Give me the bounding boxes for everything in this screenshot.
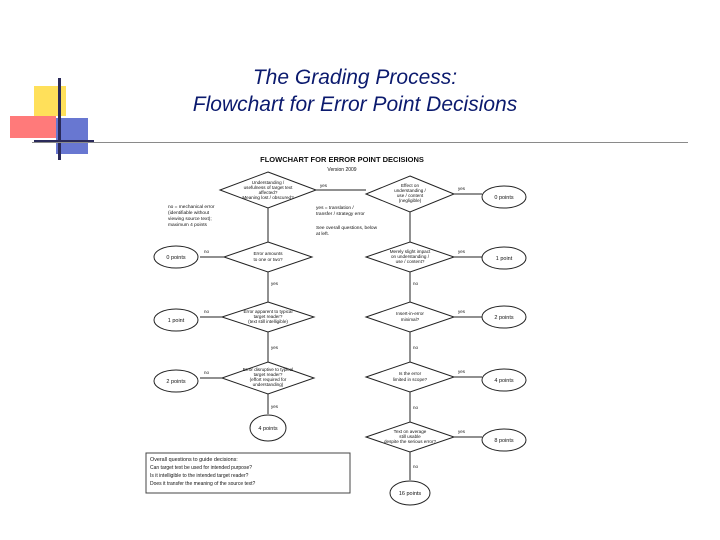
svg-text:4 points: 4 points (258, 426, 278, 432)
svg-text:no: no (413, 405, 419, 410)
flowchart-diagram: FLOWCHART FOR ERROR POINT DECISIONS Vers… (145, 155, 527, 506)
svg-text:8 points: 8 points (494, 438, 514, 444)
svg-text:no: no (413, 464, 419, 469)
deco-horizontal-bar (34, 140, 94, 142)
questions-heading: Overall questions to guide decisions: (150, 457, 238, 463)
decision-understanding: Understanding /usefulness of target text… (218, 171, 318, 209)
outcome-right-2: 2 points (481, 305, 527, 329)
question-item: Is it intelligible to the intended targe… (150, 473, 249, 479)
svg-text:yes = translation /transfer /: yes = translation /transfer / strategy e… (316, 205, 365, 217)
deco-red-block (10, 116, 56, 138)
svg-text:1 point: 1 point (168, 318, 185, 324)
svg-text:0 points: 0 points (166, 255, 186, 261)
edge-labels: yes yes no yes yes no no yes yes no no y… (204, 183, 466, 469)
deco-yellow-block (34, 86, 66, 116)
svg-text:no: no (204, 309, 210, 314)
svg-text:yes: yes (458, 309, 466, 314)
note-mechanical-error: no = mechanical error(identifiable witho… (168, 204, 215, 228)
note-translation-error: yes = translation /transfer / strategy e… (316, 205, 365, 217)
svg-text:yes: yes (271, 404, 279, 409)
svg-text:yes: yes (458, 249, 466, 254)
title-line-1: The Grading Process: (252, 66, 458, 89)
outcome-right-0: 0 points (481, 185, 527, 209)
title-line-2: Flowchart for Error Point Decisions (192, 93, 518, 116)
svg-text:no: no (413, 345, 419, 350)
title-divider (32, 142, 688, 143)
svg-text:4 points: 4 points (494, 378, 514, 384)
question-item: Can target text be used for intended pur… (150, 465, 252, 471)
svg-text:no: no (413, 281, 419, 286)
outcome-left-0: 0 points (153, 245, 199, 269)
outcome-left-end: 4 points (249, 414, 287, 442)
svg-text:Understanding /usefulness of t: Understanding /usefulness of target text… (242, 180, 294, 200)
outcome-right-1: 1 point (481, 246, 527, 270)
flowchart-heading: FLOWCHART FOR ERROR POINT DECISIONS (260, 155, 424, 164)
svg-text:no: no (204, 370, 210, 375)
svg-text:no: no (204, 249, 210, 254)
deco-vertical-bar (58, 78, 61, 160)
svg-text:2 points: 2 points (494, 315, 514, 321)
svg-text:yes: yes (320, 183, 328, 188)
svg-text:16 points: 16 points (399, 491, 422, 497)
outcome-right-end: 16 points (389, 480, 431, 506)
flowchart-version: Version 2009 (327, 167, 356, 173)
svg-text:yes: yes (458, 186, 466, 191)
svg-text:yes: yes (458, 429, 466, 434)
outcome-left-2: 2 points (153, 369, 199, 393)
svg-text:no = mechanical error(identifi: no = mechanical error(identifiable witho… (168, 204, 215, 228)
outcome-right-3: 4 points (481, 368, 527, 392)
question-item: Does it transfer the meaning of the sour… (150, 481, 256, 487)
svg-text:0 points: 0 points (494, 195, 514, 201)
svg-text:yes: yes (271, 345, 279, 350)
outcome-left-1: 1 point (153, 308, 199, 332)
slide-title: The Grading Process: Flowchart for Error… (120, 64, 590, 118)
deco-blue-block (56, 118, 88, 154)
overall-questions-box: Overall questions to guide decisions: Ca… (145, 452, 351, 494)
svg-text:2 points: 2 points (166, 379, 186, 385)
outcome-right-4: 8 points (481, 428, 527, 452)
connectors (200, 189, 482, 480)
svg-text:yes: yes (271, 281, 279, 286)
svg-text:yes: yes (458, 369, 466, 374)
svg-text:1 point: 1 point (496, 256, 513, 262)
